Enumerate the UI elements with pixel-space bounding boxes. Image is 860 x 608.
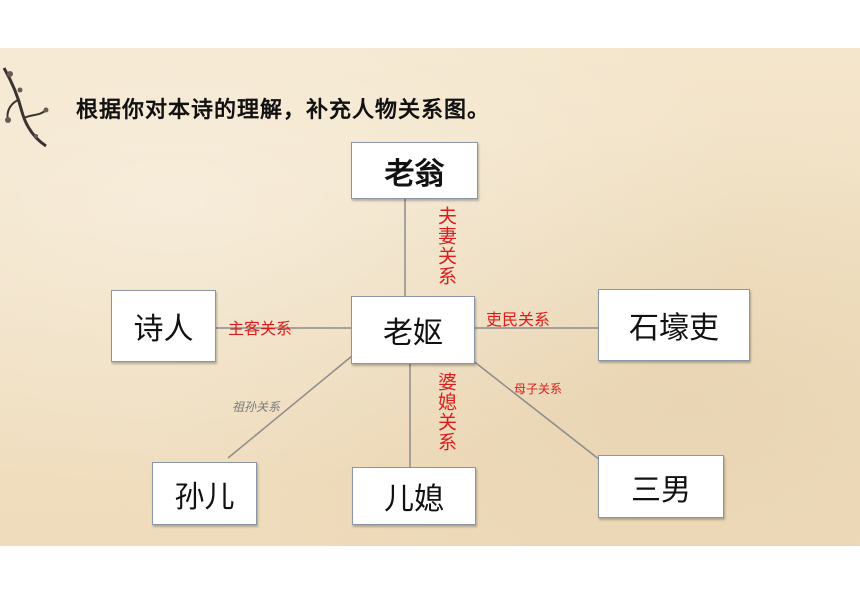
relation-limin-label: 吏民关系 (486, 310, 551, 329)
edge-laoyu-suner (227, 355, 353, 459)
node-erxi: 儿媳 (352, 467, 476, 525)
node-shihaoli: 石壕吏 (598, 289, 750, 361)
node-laoyu: 老妪 (351, 296, 475, 364)
relation-zusun-label: 祖孙关系 (232, 400, 281, 414)
node-shiren: 诗人 (111, 290, 216, 362)
edge-laoyu-sannan (471, 359, 601, 461)
node-laoweng: 老翁 (351, 142, 478, 199)
relation-muzi-label: 母子关系 (514, 382, 563, 396)
plum-branch-icon (2, 67, 49, 148)
page-title: 根据你对本诗的理解，补充人物关系图。 (76, 98, 491, 123)
relation-fuqi-label: 夫妻关系 (435, 206, 457, 286)
node-suner: 孙儿 (152, 462, 257, 525)
relation-poxi-label: 婆媳关系 (435, 372, 457, 452)
relation-zhuke-label: 主客关系 (228, 319, 293, 338)
node-sannan: 三男 (598, 455, 724, 518)
